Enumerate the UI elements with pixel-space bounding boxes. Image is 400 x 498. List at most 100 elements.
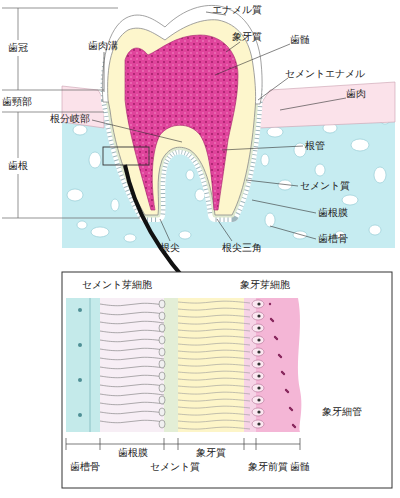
detail-inset bbox=[252, 336, 264, 344]
detail-inset bbox=[100, 393, 164, 395]
detail-inset bbox=[286, 390, 288, 392]
part-label: 象牙質 bbox=[196, 447, 226, 459]
alveolar-bone bbox=[342, 195, 358, 205]
detail-inset bbox=[159, 408, 165, 416]
bracket bbox=[2, 90, 104, 91]
detail-inset bbox=[252, 372, 264, 380]
detail-inset bbox=[100, 312, 164, 314]
leader-line bbox=[270, 226, 316, 239]
bracket bbox=[18, 8, 19, 40]
bracket bbox=[2, 112, 104, 113]
detail-inset bbox=[290, 408, 292, 410]
detail-inset bbox=[100, 402, 164, 404]
alveolar-bone bbox=[374, 167, 386, 183]
detail-inset bbox=[252, 408, 264, 416]
detail-inset bbox=[178, 350, 250, 352]
detail-inset bbox=[159, 384, 165, 392]
detail-inset bbox=[283, 373, 285, 375]
part-label: 歯槽骨 bbox=[318, 233, 348, 245]
layer-bracket bbox=[66, 438, 300, 450]
alveolar-bone bbox=[124, 234, 136, 242]
bracket bbox=[2, 218, 140, 219]
bracket bbox=[2, 8, 118, 9]
detail-inset bbox=[287, 391, 289, 393]
detail-inset bbox=[178, 301, 250, 303]
detail-inset bbox=[100, 375, 164, 377]
detail-inset bbox=[159, 396, 165, 404]
detail-inset bbox=[257, 362, 260, 365]
layer-bracket bbox=[100, 438, 101, 450]
detail-inset bbox=[252, 312, 264, 320]
detail-inset bbox=[257, 326, 260, 329]
part-label: 歯冠 bbox=[8, 42, 28, 54]
detail-inset bbox=[252, 384, 264, 392]
layer-bracket bbox=[66, 438, 67, 450]
detail-inset bbox=[78, 378, 82, 382]
detail-inset bbox=[278, 354, 280, 356]
detail-inset bbox=[252, 300, 264, 308]
detail-inset bbox=[289, 407, 291, 409]
detail-inset bbox=[159, 324, 165, 332]
detail-inset bbox=[271, 319, 273, 321]
leader-line bbox=[92, 120, 182, 142]
part-label: セメントエナメル bbox=[285, 68, 365, 80]
detail-inset bbox=[252, 396, 264, 404]
part-label: 歯根 bbox=[8, 160, 28, 172]
detail-inset bbox=[257, 350, 260, 353]
alveolar-bone bbox=[186, 170, 194, 180]
detail-inset bbox=[292, 424, 294, 426]
detail-inset bbox=[257, 314, 260, 317]
leader-line bbox=[215, 44, 290, 75]
detail-inset bbox=[78, 413, 82, 417]
alveolar-bone bbox=[195, 189, 205, 201]
detail-inset bbox=[257, 386, 260, 389]
detail-inset bbox=[257, 422, 260, 425]
detail-inset bbox=[252, 348, 264, 356]
detail-inset bbox=[257, 302, 260, 305]
detail-inset bbox=[62, 272, 392, 488]
alveolar-bone bbox=[111, 199, 119, 211]
detail-inset bbox=[285, 389, 287, 391]
detail-inset bbox=[178, 322, 250, 324]
detail-inset bbox=[275, 337, 277, 339]
part-label: 歯槽骨 bbox=[70, 461, 100, 473]
detail-inset bbox=[159, 420, 165, 428]
alveolar-bone bbox=[267, 127, 283, 137]
detail-inset bbox=[100, 330, 164, 332]
leader-line bbox=[258, 78, 288, 100]
part-label: 象牙細管 bbox=[322, 406, 362, 418]
part-label: 象牙前質 bbox=[248, 461, 288, 473]
detail-inset bbox=[178, 357, 250, 359]
part-label: 根尖 bbox=[160, 242, 180, 254]
layer-bracket bbox=[244, 438, 245, 450]
detail-inset bbox=[100, 357, 164, 359]
detail-inset bbox=[62, 272, 392, 488]
part-label: 歯根膜 bbox=[118, 447, 148, 459]
detail-inset bbox=[159, 336, 165, 344]
detail-inset bbox=[100, 339, 164, 341]
alveolar-bone bbox=[351, 139, 369, 151]
detail-inset bbox=[257, 338, 260, 341]
leader-line bbox=[104, 52, 105, 92]
detail-inset bbox=[294, 426, 296, 428]
detail-inset bbox=[90, 298, 91, 432]
part-label: 根尖三角 bbox=[222, 242, 262, 254]
detail-inset bbox=[178, 336, 250, 338]
detail-inset bbox=[100, 321, 164, 323]
leader-line bbox=[222, 146, 303, 150]
leader-line bbox=[217, 219, 232, 241]
detail-inset bbox=[270, 318, 272, 320]
detail-inset bbox=[78, 308, 82, 312]
alveolar-bone bbox=[91, 227, 109, 237]
detail-inset bbox=[178, 406, 250, 408]
detail-inset bbox=[178, 420, 250, 422]
alveolar-bone bbox=[265, 213, 275, 227]
detail-inset bbox=[178, 378, 250, 380]
detail-inset bbox=[274, 336, 276, 338]
detail-inset bbox=[178, 399, 250, 401]
part-label: セメント質 bbox=[300, 180, 350, 192]
zoom-marker bbox=[103, 147, 149, 165]
alveolar-bone bbox=[89, 152, 101, 168]
part-label: 歯髄 bbox=[290, 461, 310, 473]
part-label: 象牙芽細胞 bbox=[240, 279, 290, 291]
